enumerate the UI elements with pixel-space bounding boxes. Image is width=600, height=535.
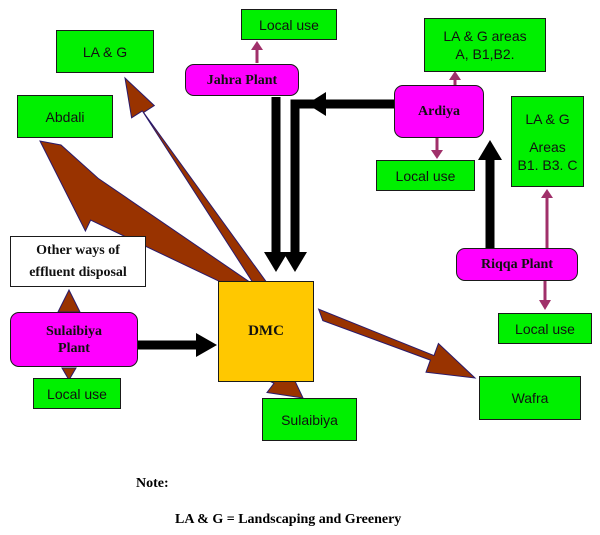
la-g-areas-ardiya-line2: A, B1,B2. <box>455 46 515 62</box>
sulaibiya-plant-line2: Plant <box>58 340 90 356</box>
other-ways-box: Other ways of effluent disposal <box>10 236 146 287</box>
other-ways-line2: effluent disposal <box>29 264 127 280</box>
arrow-ardiya-to-dmc <box>290 99 395 252</box>
arrow-sulaibiya-to-dmc-head <box>196 333 217 357</box>
black-arrows <box>138 92 502 357</box>
arrow-riqqa-to-local-use-head <box>539 300 551 310</box>
wafra-label: Wafra <box>511 390 549 406</box>
dmc-label: DMC <box>248 323 284 339</box>
arrow-sulaibiya-to-local-use <box>61 367 77 381</box>
sulaibiya-plant-line1: Sulaibiya <box>45 323 103 339</box>
brown-arrows <box>39 76 477 399</box>
local-use-sulaibiya-label: Local use <box>47 385 107 402</box>
arrow-sulaibiya-to-other-ways <box>57 288 81 313</box>
arrow-ardiya-to-la-g-areas-head <box>449 71 461 80</box>
arrow-riqqa-to-ardiya-head <box>478 140 502 160</box>
local-use-jahra-box: Local use <box>241 9 337 40</box>
sulaibiya-label: Sulaibiya <box>281 411 338 428</box>
arrow-jahra-to-local-use-head <box>251 41 263 50</box>
riqqa-plant-label: Riqqa Plant <box>481 257 553 272</box>
abdali-box: Abdali <box>17 95 113 138</box>
jahra-plant-box: Jahra Plant <box>185 64 299 96</box>
local-use-riqqa-label: Local use <box>515 320 575 337</box>
local-use-ardiya-label: Local use <box>395 167 456 184</box>
arrow-dmc-to-wafra <box>317 308 477 379</box>
la-g-top-box: LA & G <box>56 30 154 73</box>
la-g-areas-ardiya-box: LA & G areas A, B1,B2. <box>424 18 546 72</box>
local-use-jahra-label: Local use <box>259 16 319 33</box>
arrow-ardiya-branch-head <box>307 92 326 116</box>
arrow-jahra-to-dmc-head <box>264 252 288 272</box>
note-definition: LA & G = Landscaping and Greenery <box>175 512 402 527</box>
arrow-ardiya-to-local-use-head <box>431 150 443 159</box>
arrow-riqqa-to-la-g-areas-head <box>541 189 553 198</box>
local-use-sulaibiya-box: Local use <box>33 378 121 409</box>
purple-arrows <box>251 41 553 310</box>
arrow-ardiya-to-dmc-head <box>283 252 307 272</box>
sulaibiya-box: Sulaibiya <box>262 398 357 441</box>
local-use-riqqa-box: Local use <box>498 313 592 344</box>
jahra-plant-label: Jahra Plant <box>206 72 278 88</box>
abdali-label: Abdali <box>45 108 85 125</box>
dmc-box: DMC <box>218 281 314 382</box>
la-g-right-box: LA & G Areas B1. B3. C <box>511 96 584 187</box>
la-g-areas-ardiya-line1: LA & G areas <box>443 28 527 44</box>
local-use-ardiya-box: Local use <box>376 160 475 191</box>
riqqa-plant-box: Riqqa Plant <box>456 248 578 281</box>
ardiya-box: Ardiya <box>394 85 484 138</box>
wafra-box: Wafra <box>479 376 581 420</box>
arrow-dmc-to-la-g <box>124 76 271 295</box>
sulaibiya-plant-box: Sulaibiya Plant <box>10 312 138 367</box>
la-g-right-line3: B1. B3. C <box>517 156 578 173</box>
ardiya-label: Ardiya <box>418 104 460 119</box>
la-g-right-line1: LA & G <box>525 110 570 127</box>
la-g-right-line2: Areas <box>529 138 566 155</box>
note-heading: Note: <box>136 476 169 491</box>
other-ways-line1: Other ways of <box>36 242 120 258</box>
la-g-top-label: LA & G <box>82 43 128 60</box>
